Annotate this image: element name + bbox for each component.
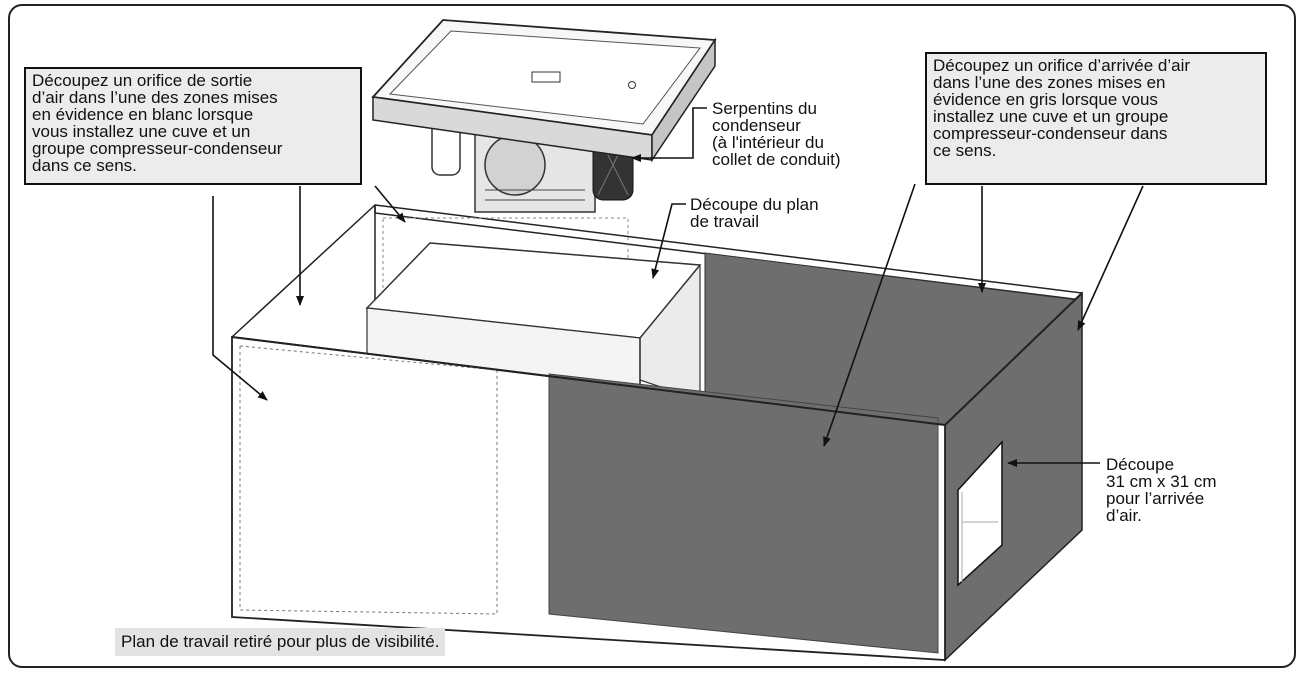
label-condenser-coils: Serpentins du condenseur (à l'intérieur … [712,99,841,169]
diagram-frame [8,4,1296,668]
leader-lines [212,107,1144,467]
drop-in-unit [371,19,717,213]
note-counter-removed: Plan de travail retiré pour plus de visi… [115,628,446,656]
callout-gray-zone: Découpez un orifice d’arrivée d’air dans… [925,52,1267,185]
label-counter-cutout: Découpe du plan de travail [690,195,819,231]
white-zone-front [239,345,498,615]
label-air-intake-cutout: Découpe 31 cm x 31 cm pour l’arrivée d’a… [1106,455,1217,525]
callout-white-zone: Découpez un orifice de sortie d’air dans… [24,67,362,185]
gray-zone-front [548,373,939,654]
air-intake-cutout [957,440,1003,587]
